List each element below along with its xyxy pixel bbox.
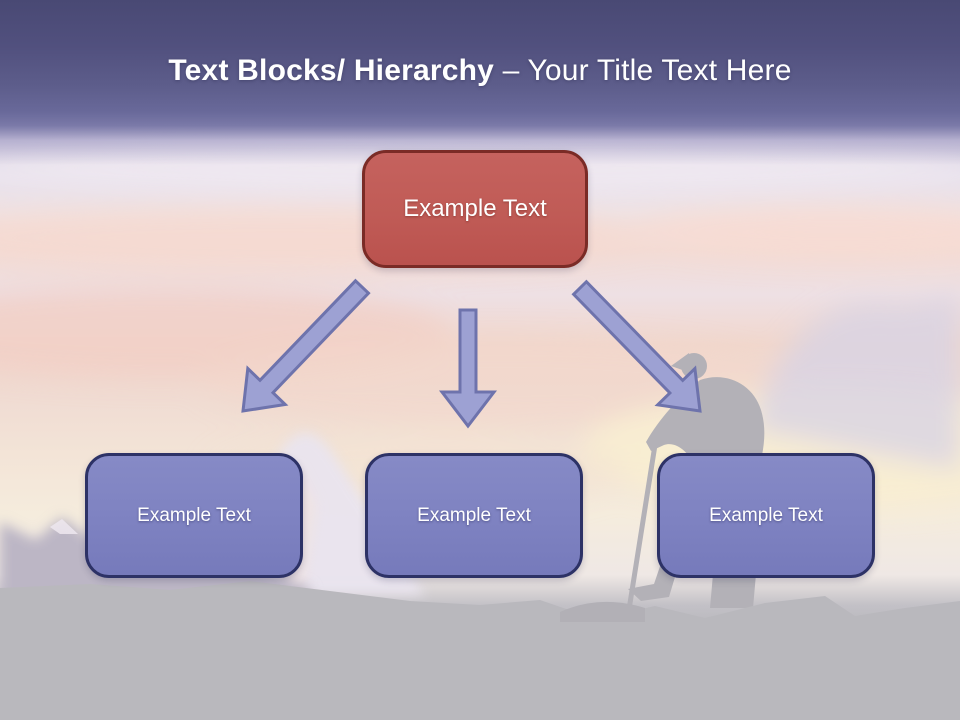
hierarchy-child-box-3[interactable]: Example Text — [657, 453, 875, 578]
title-subtitle: – Your Title Text Here — [502, 54, 792, 87]
root-box-label: Example Text — [403, 195, 547, 222]
hierarchy-root-box[interactable]: Example Text — [362, 150, 588, 268]
hierarchy-child-box-2[interactable]: Example Text — [365, 453, 583, 578]
foreground-ground — [0, 581, 960, 720]
hierarchy-child-box-1[interactable]: Example Text — [85, 453, 303, 578]
arrow-down-left-icon[interactable] — [241, 278, 371, 413]
arrow-down-icon[interactable] — [438, 308, 498, 429]
foreground-rocks — [560, 601, 645, 622]
child-box-2-label: Example Text — [417, 504, 531, 526]
slide-title[interactable]: Text Blocks/ Hierarchy – Your Title Text… — [0, 54, 960, 88]
title-emphasis: Text Blocks/ Hierarchy — [168, 54, 503, 87]
child-box-3-label: Example Text — [709, 504, 823, 526]
child-box-1-label: Example Text — [137, 504, 251, 526]
arrow-down-right-icon[interactable] — [571, 279, 702, 413]
header-band — [0, 0, 960, 165]
